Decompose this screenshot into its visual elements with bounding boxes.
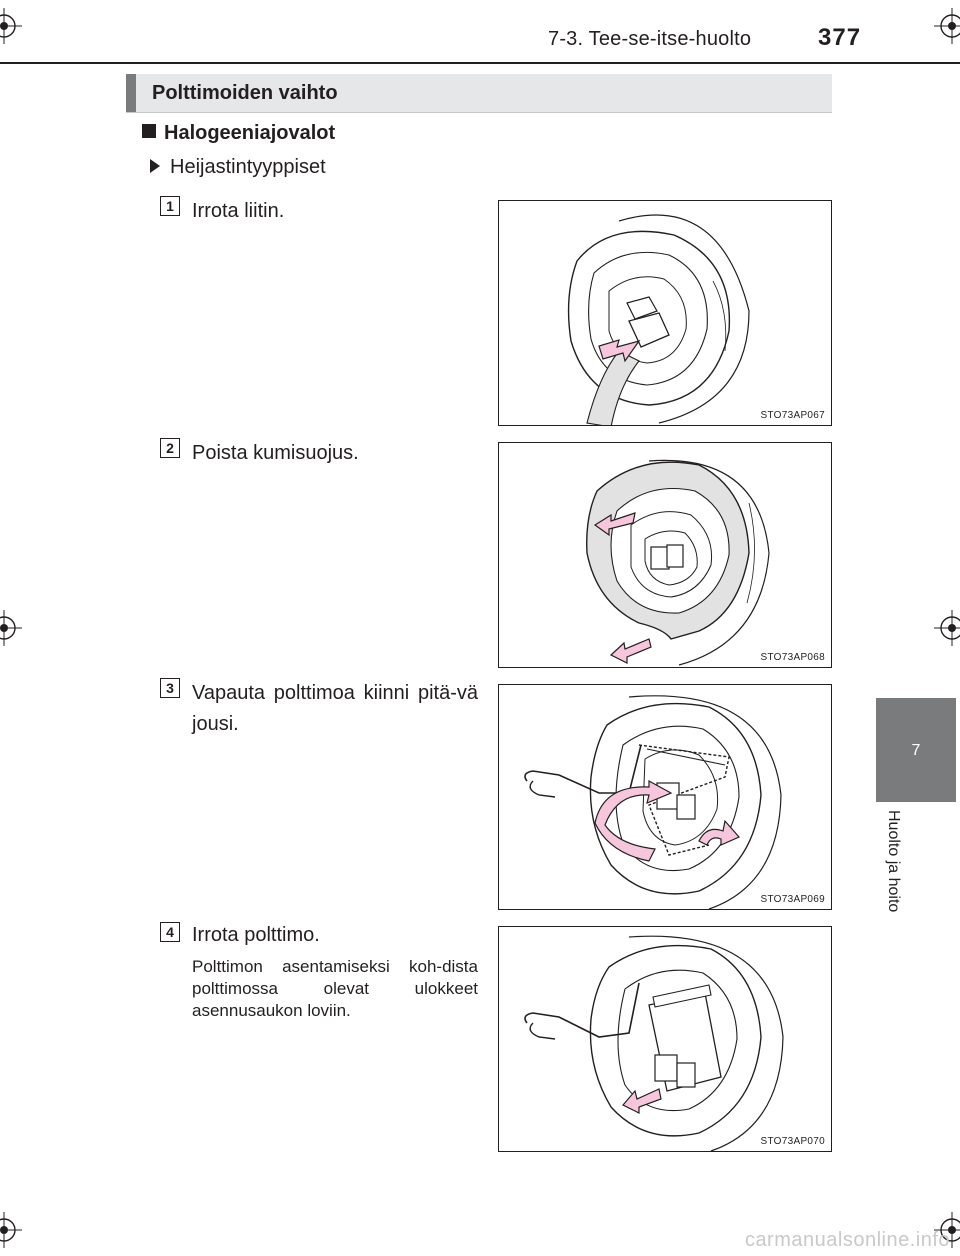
figure-step-2: STO73AP068	[498, 442, 832, 668]
figure-code-2: STO73AP068	[760, 652, 825, 663]
page-number: 377	[818, 24, 862, 51]
step-note-4: Polttimon asentamiseksi koh-dista poltti…	[192, 957, 478, 1020]
step-text-3: Vapauta polttimoa kiinni pitä-vä jousi.	[192, 682, 478, 735]
rubber-cover-removal-illustration	[586, 459, 770, 666]
registration-mark-icon	[934, 1212, 960, 1248]
registration-mark-icon	[934, 8, 960, 44]
chapter-tab[interactable]: 7	[876, 698, 956, 802]
triangle-bullet-icon	[150, 159, 160, 173]
connector-removal-illustration	[567, 214, 750, 425]
pink-arrow-icon	[609, 638, 652, 664]
spring-release-illustration	[524, 695, 782, 909]
figure-code-4: STO73AP070	[760, 1136, 825, 1147]
registration-mark-icon	[934, 610, 960, 646]
chapter-name: Huolto ja hoito	[885, 810, 902, 913]
header-rule	[0, 62, 960, 64]
watermark: carmanualsonline.info	[744, 1229, 950, 1251]
figure-code-3: STO73AP069	[760, 894, 825, 905]
pink-arrow-icon	[698, 819, 740, 846]
square-bullet-icon	[142, 124, 156, 138]
sub-heading-text: Halogeeniajovalot	[164, 122, 336, 144]
registration-mark-icon	[0, 610, 22, 646]
registration-mark-icon	[0, 8, 22, 44]
bulb-removal-illustration	[524, 935, 784, 1151]
step-number-4: 4	[160, 922, 180, 942]
figure-step-3: STO73AP069	[498, 684, 832, 910]
step-number-2: 2	[160, 438, 180, 458]
variant-text: Heijastintyyppiset	[170, 156, 326, 178]
sub-heading: Halogeeniajovalot	[142, 122, 335, 145]
pink-arrow-icon	[622, 1088, 662, 1114]
step-number-1: 1	[160, 196, 180, 216]
pink-arrow-icon	[593, 512, 636, 537]
curved-arrow-icon	[594, 779, 673, 862]
step-number-3: 3	[160, 678, 180, 698]
section-title: Polttimoiden vaihto	[152, 82, 338, 104]
step-text-2: Poista kumisuojus.	[192, 442, 359, 464]
step-text-1: Irrota liitin.	[192, 200, 285, 222]
figure-step-4: STO73AP070	[498, 926, 832, 1152]
step-text-4: Irrota polttimo.	[192, 924, 320, 946]
variant-heading: Heijastintyyppiset	[150, 156, 326, 179]
header-section-title: 7-3. Tee-se-itse-huolto	[548, 28, 752, 50]
registration-mark-icon	[0, 1212, 22, 1248]
figure-code-1: STO73AP067	[760, 410, 825, 421]
section-underline	[126, 112, 832, 113]
chapter-number: 7	[911, 742, 921, 759]
section-title-bar: Polttimoiden vaihto	[126, 74, 832, 112]
pink-arrow-icon	[598, 339, 641, 363]
figure-step-1: STO73AP067	[498, 200, 832, 426]
